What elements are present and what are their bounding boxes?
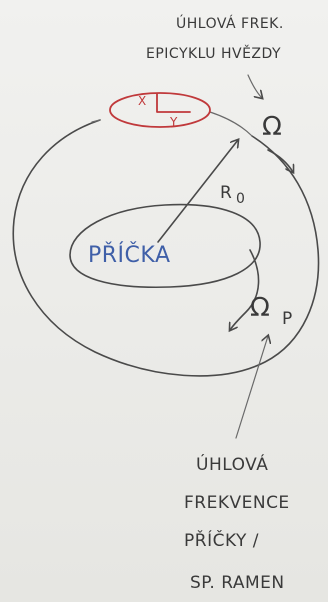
orbit-direction-arrow <box>267 149 293 172</box>
bar-rotation-arrow <box>230 249 260 330</box>
bar-frequency-label-line2: FREKVENCE <box>184 493 290 513</box>
radius-subscript: 0 <box>236 191 245 207</box>
orbit-tick-mark <box>91 119 101 123</box>
omega-p-subscript: P <box>282 309 293 329</box>
bar-ellipse <box>69 203 261 289</box>
epicycle-label-pointer-arrow <box>247 74 262 98</box>
epicycle-label-line2: EPICYKLU HVĚZDY <box>146 45 281 62</box>
bar-frequency-label-line1: ÚHLOVÁ <box>196 453 268 475</box>
omega-symbol: Ω <box>262 112 282 142</box>
outer-orbit-arc-top <box>209 111 253 137</box>
star-x-label: X <box>138 94 147 108</box>
star-axes <box>156 93 191 113</box>
bar-label: PŘÍČKA <box>88 242 171 268</box>
radius-label: R <box>220 183 232 203</box>
bar-frequency-label-line4: SP. RAMEN <box>190 573 285 593</box>
star-y-label: Y <box>169 115 178 129</box>
bar-frequency-label-line3: PŘÍČKY / <box>184 529 259 551</box>
bar-frequency-pointer-arrow <box>235 336 268 439</box>
star-epicycle-ellipse <box>109 92 211 128</box>
radius-line <box>157 140 238 243</box>
omega-p-symbol: Ω <box>250 293 270 323</box>
epicycle-label-line1: ÚHLOVÁ FREK. <box>176 14 284 32</box>
outer-orbit-ellipse <box>12 119 320 377</box>
